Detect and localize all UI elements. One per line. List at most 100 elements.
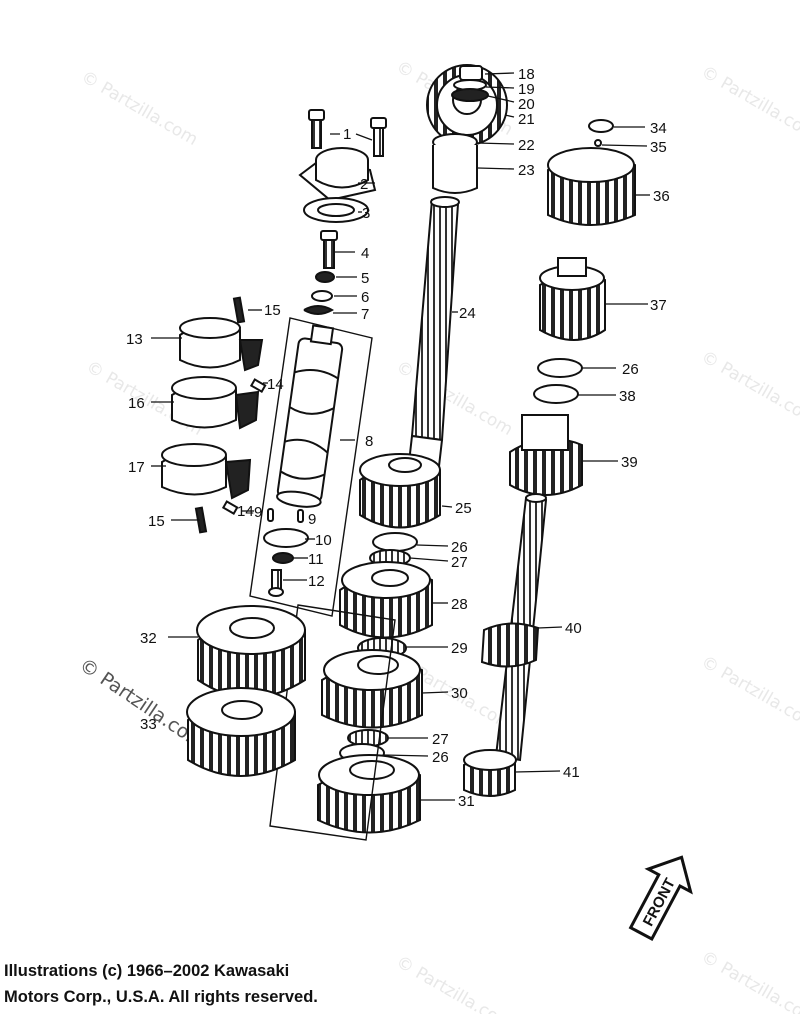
gear-33 [186,687,296,777]
callout-15: 15 [264,302,281,319]
cap-34 [588,119,614,133]
bolt-4 [323,237,335,269]
callout-39: 39 [621,454,638,471]
cover-2 [298,147,377,202]
watermark-text: © Partzilla.com [698,947,800,1014]
callout-27: 27 [451,554,468,571]
shift-drum-assembly [161,109,387,617]
callout-15: 15 [148,513,165,530]
circlip-26 [537,358,583,378]
callout-34: 34 [650,120,667,137]
pin-14 [221,500,239,515]
washer-38 [533,384,579,404]
callout-26: 26 [622,361,639,378]
callout-23: 23 [518,162,535,179]
washer-6 [311,290,333,302]
main-shaft-assembly [186,64,508,841]
callout-32: 32 [140,630,157,647]
callout-17: 17 [128,459,145,476]
callout-6: 6 [361,289,369,306]
bolt-1 [308,109,387,157]
roller-9 [267,508,274,522]
circlip-26 [372,532,418,552]
washer-11 [272,552,294,564]
callout-7: 7 [361,306,369,323]
watermark-text: © Partzilla.com [78,67,202,150]
gear-30 [321,649,423,729]
gear-25 [359,453,441,529]
callout-35: 35 [650,139,667,156]
copyright-notice: Illustrations (c) 1966–2002 Kawasaki Mot… [4,958,524,1010]
nut-18 [459,65,483,81]
callout-9: 9 [254,504,262,521]
callout-11: 11 [308,551,324,568]
roller-9 [297,509,304,523]
gear-41 [463,749,517,797]
callout-38: 38 [619,388,636,405]
callout-9: 9 [308,511,316,528]
pin-15 [232,296,246,324]
callout-10: 10 [315,532,332,549]
gear-32 [196,605,306,699]
gear-31 [317,754,421,834]
callout-41: 41 [563,764,580,781]
clip-7 [303,305,335,315]
pin-14 [249,378,267,393]
callout-37: 37 [650,297,667,314]
gear-37 [539,257,606,341]
callout-5: 5 [361,270,369,287]
sleeve-23 [432,145,478,194]
shift-fork-13 [179,317,264,372]
washer-20 [451,88,489,102]
callout-40: 40 [565,620,582,637]
callout-26: 26 [432,749,449,766]
washer-5 [315,271,335,283]
callout-26: 26 [451,539,468,556]
callout-4: 4 [361,245,369,262]
callout-30: 30 [451,685,468,702]
callout-1: 1 [343,126,351,143]
front-arrow-icon: FRONT [628,855,693,941]
counter-shaft-assembly [463,119,636,797]
callout-31: 31 [458,793,475,810]
callout-13: 13 [126,331,143,348]
callout-labels: 1 2 3 4 5 6 7 8 9 9 10 11 12 13 14 14 15… [126,66,670,810]
shaft-40 [480,493,548,762]
callout-18: 18 [518,66,535,83]
watermark-text: © Partzilla.com [698,347,800,430]
watermark-text: © Partzilla.com [698,652,800,735]
callout-14: 14 [267,376,284,393]
callout-25: 25 [455,500,472,517]
callout-36: 36 [653,188,670,205]
copyright-line-1: Illustrations (c) 1966–2002 Kawasaki [4,962,290,980]
shift-fork-16 [171,376,260,430]
callout-24: 24 [459,305,476,322]
callout-20: 20 [518,96,535,113]
watermark-text: © Partzilla.com [393,357,517,440]
callout-33: 33 [140,716,157,733]
gear-39 [509,414,583,496]
shift-fork-17 [161,443,252,500]
gear-28 [339,561,433,639]
callout-16: 16 [128,395,145,412]
callout-19: 19 [518,81,535,98]
leader-lines [151,72,650,801]
ball-35 [594,139,602,147]
copyright-line-2: Motors Corp., U.S.A. All rights reserved… [4,988,318,1006]
callout-3: 3 [362,205,370,222]
callout-28: 28 [451,596,468,613]
callout-8: 8 [365,433,373,450]
callout-14: 14 [237,503,254,520]
plate-10 [263,528,309,548]
watermark-text: © Partzilla.com [698,62,800,145]
callout-2: 2 [360,176,368,193]
gear-36 [547,147,636,226]
callout-27: 27 [432,731,449,748]
callout-12: 12 [308,573,325,590]
callout-29: 29 [451,640,468,657]
shift-drum-8 [276,324,344,508]
callout-21: 21 [518,111,535,128]
drum-outline-box [249,317,373,617]
callout-22: 22 [518,137,535,154]
